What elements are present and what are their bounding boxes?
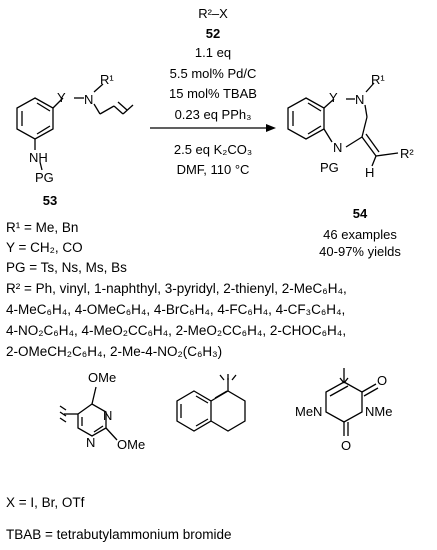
- uracil-substituent: [325, 368, 379, 436]
- pyrimidine-ome-top: OMe: [88, 370, 116, 385]
- sm-atom-r1: R¹: [100, 72, 114, 87]
- definition-r2-line4: 2-OMeCH₂C₆H₄, 2-Me-4-NO₂(C₆H₃): [6, 344, 223, 359]
- product-number: 54: [353, 206, 368, 221]
- product-atom-y: Y: [329, 90, 338, 105]
- pyrimidine-ome-bottom: OMe: [117, 437, 145, 452]
- sm-atom-y: Y: [57, 90, 66, 105]
- pyrimidine-n1: N: [103, 408, 112, 423]
- uracil-o-top: O: [377, 373, 387, 388]
- product-atom-n2: N: [333, 140, 342, 155]
- reaction-arrow: [150, 124, 276, 132]
- definition-r2-line1: R² = Ph, vinyl, 1-naphthyl, 3-pyridyl, 2…: [6, 281, 347, 296]
- product-atom-pg: PG: [320, 160, 339, 175]
- uracil-nme-right: NMe: [365, 404, 392, 419]
- sm-number: 53: [43, 193, 57, 208]
- condition-equiv: 1.1 eq: [195, 45, 231, 60]
- definition-r1: R¹ = Me, Bn: [6, 220, 79, 235]
- condition-solvent-temp: DMF, 110 °C: [177, 162, 250, 177]
- pyrimidine-substituent: [59, 386, 118, 441]
- reagent-label: R²–X: [198, 6, 228, 21]
- sm-atom-n: N: [84, 92, 93, 107]
- definition-y: Y = CH₂, CO: [6, 240, 83, 255]
- product-atom-n: N: [355, 92, 364, 107]
- product-atom-r1: R¹: [371, 72, 385, 87]
- uracil-nme-left: MeN: [295, 404, 322, 419]
- sm-atom-pg: PG: [35, 170, 54, 185]
- pyrimidine-n2: N: [86, 435, 95, 450]
- condition-additive: 15 mol% TBAB: [169, 86, 257, 101]
- product-atom-r2: R²: [400, 146, 414, 161]
- condition-catalyst: 5.5 mol% Pd/C: [170, 66, 257, 81]
- sm-atom-nh: NH: [29, 150, 48, 165]
- product-structure: [287, 82, 399, 167]
- uracil-o-bottom: O: [341, 438, 351, 453]
- starting-material-structure: [16, 83, 134, 171]
- reagent-number: 52: [206, 26, 220, 41]
- tbab-definition: TBAB = tetrabutylammonium bromide: [6, 527, 232, 542]
- condition-ligand: 0.23 eq PPh₃: [175, 107, 252, 122]
- scope-examples: 46 examples: [323, 227, 397, 242]
- x-definition: X = I, Br, OTf: [6, 495, 85, 510]
- dihydronaphthalene-substituent: [176, 374, 246, 432]
- definition-r2-line3: 4-NO₂C₆H₄, 4-MeO₂CC₆H₄, 2-MeO₂CC₆H₄, 2-C…: [6, 323, 347, 338]
- condition-base: 2.5 eq K₂CO₃: [174, 142, 252, 157]
- definition-r2-line2: 4-MeC₆H₄, 4-OMeC₆H₄, 4-BrC₆H₄, 4-FC₆H₄, …: [6, 302, 346, 317]
- scope-yields: 40-97% yields: [319, 244, 401, 259]
- definition-pg: PG = Ts, Ns, Ms, Bs: [6, 260, 127, 275]
- product-atom-h: H: [365, 165, 374, 180]
